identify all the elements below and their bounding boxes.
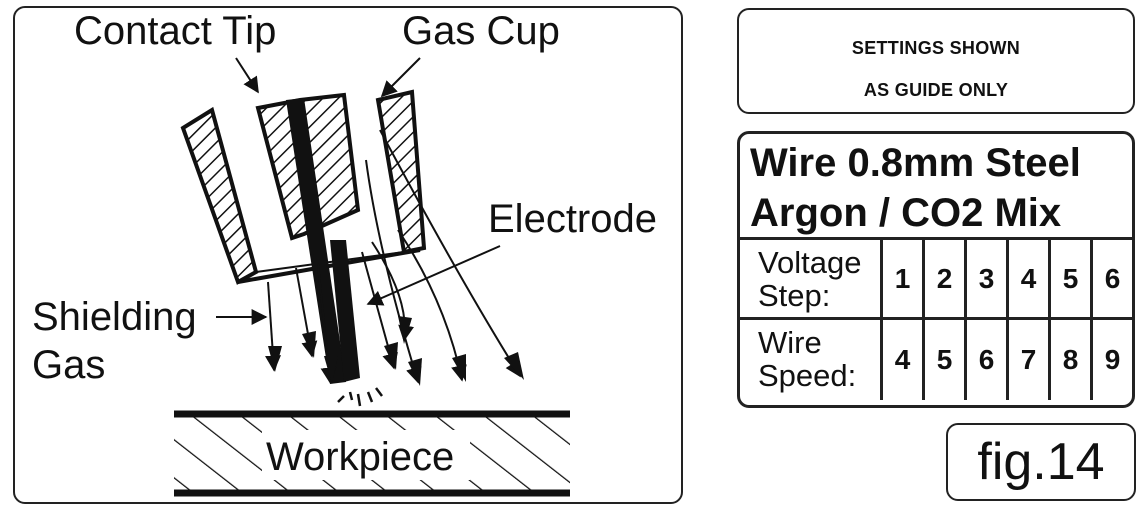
label-gas: Gas	[32, 343, 105, 387]
wire-speed-label-line-2: Speed:	[758, 358, 857, 393]
guide-note: SETTINGS SHOWN AS GUIDE ONLY	[737, 8, 1135, 114]
settings-title-line-1: Wire 0.8mm Steel	[750, 141, 1081, 185]
wire-speed-cell: 7	[1009, 320, 1051, 400]
voltage-step-row: Voltage Step: 1 2 3 4 5 6	[740, 240, 1132, 320]
label-electrode: Electrode	[488, 197, 657, 241]
voltage-cell: 5	[1051, 240, 1093, 317]
wire-speed-cell: 8	[1051, 320, 1093, 400]
gas-cup-right-wall	[375, 89, 427, 255]
wire-speed-label-line-1: Wire	[758, 325, 822, 360]
voltage-cell: 3	[967, 240, 1009, 317]
wire-speed-label: Wire Speed:	[740, 320, 883, 400]
voltage-cell: 1	[883, 240, 925, 317]
label-gas-cup: Gas Cup	[402, 9, 560, 53]
settings-table: Wire 0.8mm Steel Argon / CO2 Mix Voltage…	[737, 131, 1135, 408]
voltage-cell: 2	[925, 240, 967, 317]
welding-diagram-panel	[13, 6, 683, 504]
voltage-step-label: Voltage Step:	[740, 240, 883, 317]
voltage-label-line-2: Step:	[758, 278, 831, 313]
label-contact-tip: Contact Tip	[74, 9, 276, 53]
voltage-cell: 6	[1104, 262, 1121, 294]
voltage-cell: 4	[1009, 240, 1051, 317]
settings-title: Wire 0.8mm Steel Argon / CO2 Mix	[740, 134, 1132, 240]
wire-speed-cell: 6	[967, 320, 1009, 400]
note-line-1: SETTINGS SHOWN	[851, 38, 1021, 58]
label-workpiece: Workpiece	[266, 435, 454, 479]
settings-title-line-2: Argon / CO2 Mix	[750, 191, 1062, 235]
label-shielding: Shielding	[32, 295, 197, 339]
mig-torch-diagram: Contact Tip Gas Cup Electrode Shielding …	[32, 9, 657, 497]
wire-speed-row: Wire Speed: 4 5 6 7 8 9	[740, 320, 1132, 400]
wire-speed-cell: 4	[883, 320, 925, 400]
figure-label: fig.14	[946, 423, 1136, 501]
wire-speed-cell: 5	[925, 320, 967, 400]
electrode-wire	[286, 98, 346, 384]
gas-cup-left-wall	[180, 106, 259, 285]
note-line-2: AS GUIDE ONLY	[863, 80, 1009, 100]
voltage-label-line-1: Voltage	[758, 245, 862, 280]
wire-speed-cell: 9	[1104, 344, 1121, 375]
